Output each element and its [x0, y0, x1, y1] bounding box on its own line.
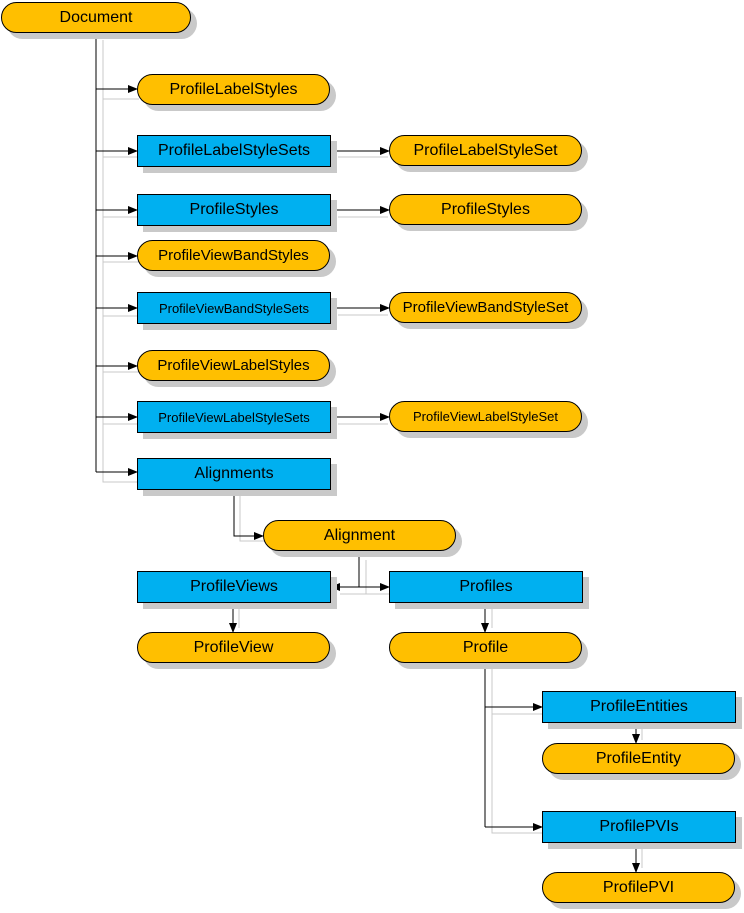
- connector-shadows: [102, 40, 643, 868]
- node-profile-pvis[interactable]: ProfilePVIs: [542, 811, 736, 843]
- node-profile-label-style-sets[interactable]: ProfileLabelStyleSets: [137, 135, 331, 167]
- node-document[interactable]: Document: [1, 2, 191, 33]
- node-profile-view-band-style-set[interactable]: ProfileViewBandStyleSet: [389, 292, 582, 323]
- node-profile[interactable]: Profile: [389, 632, 582, 663]
- node-profile-entity[interactable]: ProfileEntity: [542, 743, 735, 774]
- node-profile-entities[interactable]: ProfileEntities: [542, 691, 736, 723]
- node-profile-views[interactable]: ProfileViews: [137, 571, 331, 603]
- node-profile-label-style-set[interactable]: ProfileLabelStyleSet: [389, 135, 582, 166]
- node-profile-view-label-style-sets[interactable]: ProfileViewLabelStyleSets: [137, 401, 331, 433]
- connectors: [95, 34, 640, 873]
- node-profile-pvi[interactable]: ProfilePVI: [542, 872, 735, 903]
- node-profile-view-label-style-set[interactable]: ProfileViewLabelStyleSet: [389, 401, 582, 432]
- node-alignments[interactable]: Alignments: [137, 458, 331, 490]
- node-profile-styles-collection[interactable]: ProfileStyles: [137, 194, 331, 226]
- node-profiles[interactable]: Profiles: [389, 571, 583, 603]
- node-alignment[interactable]: Alignment: [263, 520, 456, 551]
- node-profile-view-band-styles[interactable]: ProfileViewBandStyles: [137, 240, 330, 271]
- node-profile-label-styles[interactable]: ProfileLabelStyles: [137, 74, 330, 105]
- node-profile-view-label-styles[interactable]: ProfileViewLabelStyles: [137, 350, 330, 381]
- node-profile-styles-object[interactable]: ProfileStyles: [389, 194, 582, 225]
- node-profile-view-band-style-sets[interactable]: ProfileViewBandStyleSets: [137, 292, 331, 324]
- node-profile-view[interactable]: ProfileView: [137, 632, 330, 663]
